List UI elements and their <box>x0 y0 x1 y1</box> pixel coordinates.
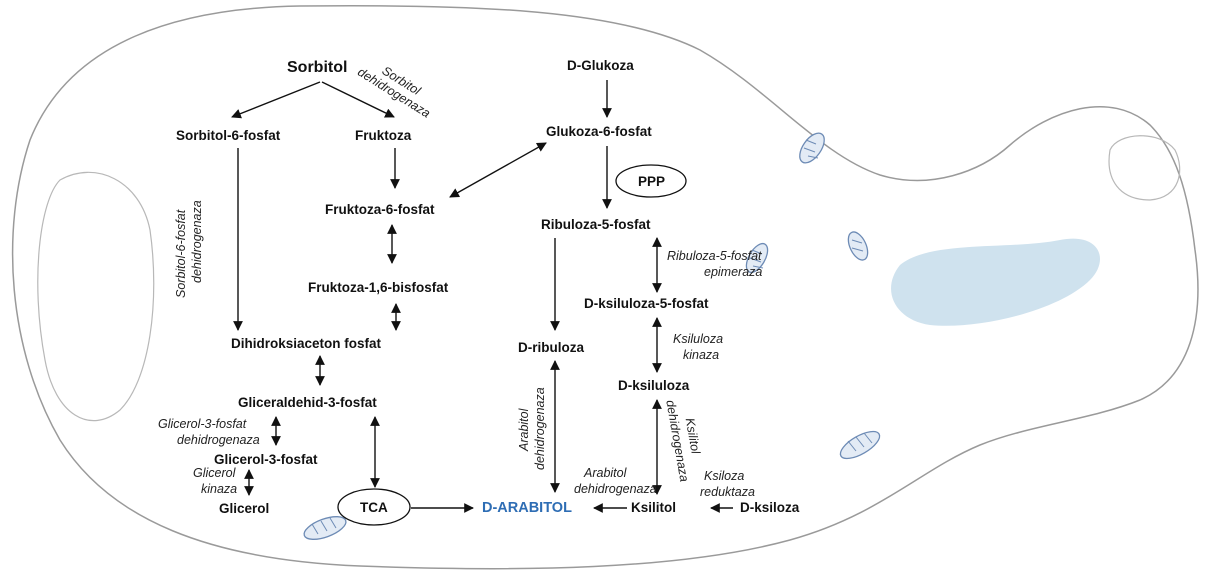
enzyme-label-line: Glicerol-3-fosfat <box>158 417 247 431</box>
node-d-ksiluloza-5-fosfat: D-ksiluloza-5-fosfat <box>584 296 709 311</box>
node-glicerol: Glicerol <box>219 501 269 516</box>
enzyme-label-line: Glicerol <box>193 466 237 480</box>
enzyme-label-line: Ksiluloza <box>673 332 723 346</box>
enzyme-glicerol-3-fosfat-dehidrogenaza: Glicerol-3-fosfat dehidrogenaza <box>158 417 260 447</box>
enzyme-ksiluloza-kinaza: Ksiluloza kinaza <box>673 332 723 362</box>
enzyme-ksiloza-reduktaza: Ksiloza reduktaza <box>700 469 755 499</box>
vacuole <box>891 238 1100 326</box>
enzyme-label-line: dehidrogenaza <box>177 433 260 447</box>
node-d-arabitol: D-ARABITOL <box>482 500 572 516</box>
enzyme-label-line: Ksiloza <box>704 469 744 483</box>
enzyme-label-line: Ksilitol <box>683 417 703 456</box>
node-glukoza-6-fosfat: Glukoza-6-fosfat <box>546 124 652 139</box>
mitochondrion-2 <box>847 231 869 261</box>
enzyme-label-line: epimeraza <box>704 265 762 279</box>
enzyme-label-line: Ribuloza-5-fosfat <box>667 249 762 263</box>
node-d-glukoza: D-Glukoza <box>567 58 634 73</box>
enzyme-arabitol-dehidrogenaza-horizontal: Arabitol dehidrogenaza <box>574 466 657 496</box>
bud-organelle-outline <box>1108 135 1181 201</box>
mitochondrion-1 <box>799 132 825 164</box>
arrow-sorbitol-to-fruktoza <box>321 81 395 118</box>
arrow-fruktoza-6-fosfat-glukoza-6-fosfat <box>449 142 547 198</box>
node-ppp: PPP <box>638 174 665 189</box>
mitochondrion-5 <box>303 516 347 540</box>
tca-oval <box>337 488 411 526</box>
enzyme-label-line: kinaza <box>201 482 237 496</box>
enzyme-label-line: Sorbitol-6-fosfat <box>174 209 188 298</box>
enzyme-glicerol-kinaza: Glicerol kinaza <box>193 466 237 496</box>
yeast-cell-membrane <box>11 4 1199 570</box>
enzyme-label-line: dehidrogenaza <box>190 200 204 283</box>
ppp-oval <box>615 164 687 198</box>
enzyme-arabitol-dehidrogenaza-vertical: Arabitol dehidrogenaza <box>517 387 547 470</box>
node-ribuloza-5-fosfat: Ribuloza-5-fosfat <box>541 217 651 232</box>
mitochondrion-3 <box>745 242 769 274</box>
node-d-ribuloza: D-ribuloza <box>518 340 584 355</box>
mitochondrion-4 <box>839 430 881 460</box>
enzyme-ribuloza-5-fosfat-epimeraza: Ribuloza-5-fosfat epimeraza <box>667 249 762 279</box>
node-ksilitol: Ksilitol <box>631 500 676 515</box>
node-fruktoza-16-bisfosfat: Fruktoza-1,6-bisfosfat <box>308 280 449 295</box>
enzyme-label-line: dehidrogenaza <box>574 482 657 496</box>
enzyme-label-line: Arabitol <box>517 407 531 452</box>
enzyme-sorbitol-6-fosfat-dehidrogenaza: Sorbitol-6-fosfat dehidrogenaza <box>174 200 204 298</box>
enzyme-label-line: kinaza <box>683 348 719 362</box>
nucleus-outline <box>37 171 155 422</box>
node-fruktoza-6-fosfat: Fruktoza-6-fosfat <box>325 202 435 217</box>
enzyme-label-line: dehidrogenaza <box>533 387 547 470</box>
enzyme-label-line: reduktaza <box>700 485 755 499</box>
node-d-ksiluloza: D-ksiluloza <box>618 378 690 393</box>
node-sorbitol-6-fosfat: Sorbitol-6-fosfat <box>176 128 281 143</box>
node-gliceraldehid-3-fosfat: Gliceraldehid-3-fosfat <box>238 395 377 410</box>
arrow-sorbitol-to-sorbitol-6-fosfat <box>231 81 321 119</box>
node-tca: TCA <box>360 500 388 515</box>
node-glicerol-3-fosfat: Glicerol-3-fosfat <box>214 452 318 467</box>
enzyme-label-line: Arabitol <box>583 466 628 480</box>
node-fruktoza: Fruktoza <box>355 128 412 143</box>
node-d-ksiloza: D-ksiloza <box>740 500 800 515</box>
node-dihidroksiaceton-fosfat: Dihidroksiaceton fosfat <box>231 336 382 351</box>
node-sorbitol: Sorbitol <box>287 59 347 76</box>
